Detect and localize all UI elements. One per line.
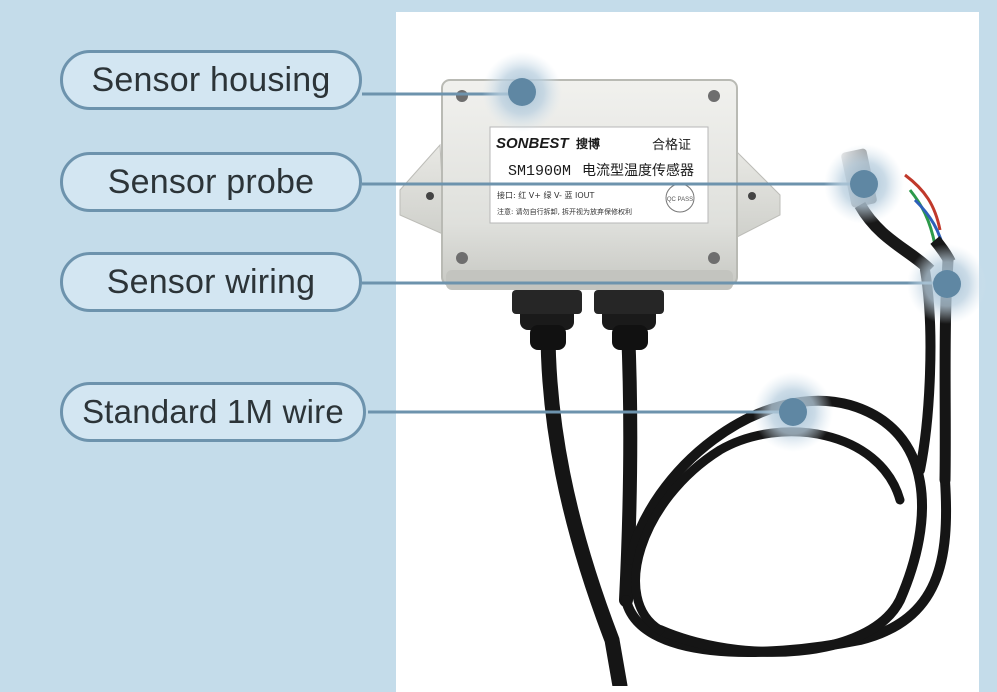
marker-wire: [779, 398, 807, 426]
leader-lines: [362, 92, 945, 414]
left-label-panel: [0, 0, 400, 686]
callout-markers: [482, 52, 987, 452]
sensor-cables: [540, 254, 954, 686]
note-line: 注意: 请勿自行拆卸, 拆开视为放弃保修权利: [497, 207, 632, 216]
callout-standard-wire: Standard 1M wire: [60, 382, 366, 442]
marker-wiring: [933, 270, 961, 298]
callout-sensor-probe: Sensor probe: [60, 152, 362, 212]
marker-probe: [850, 170, 878, 198]
model-number: SM1900M: [508, 163, 571, 180]
qc-stamp: QC PASS: [667, 197, 693, 203]
product-label: SONBEST 搜博 合格证 SM1900M 电流型温度传感器 接口: 红 V+…: [489, 126, 709, 224]
cable-glands: [512, 280, 664, 350]
brand-logo: SONBEST: [496, 135, 570, 152]
marker-housing: [508, 78, 536, 106]
callout-sensor-wiring: Sensor wiring: [60, 252, 362, 312]
model-name: 电流型温度传感器: [582, 162, 694, 179]
callout-sensor-housing: Sensor housing: [60, 50, 362, 110]
brand-cn: 搜博: [576, 136, 600, 151]
interface-line: 接口: 红 V+ 绿 V- 蓝 IOUT: [497, 190, 595, 200]
qualified-mark: 合格证: [652, 137, 691, 153]
